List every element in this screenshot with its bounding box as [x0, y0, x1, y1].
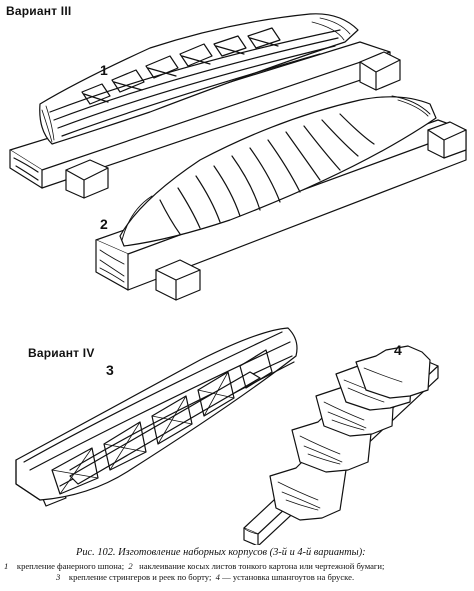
caption-num-4: 4: [215, 572, 220, 582]
part-number-3: 3: [106, 362, 114, 378]
caption-title: Рис. 102. Изготовление наборных корпусов…: [76, 547, 366, 558]
hull-1-veneer: [9, 13, 401, 199]
variant-4-label: Вариант IV: [28, 346, 95, 360]
caption-item-4: — установка шпангоутов на бруске.: [222, 572, 355, 582]
variant-3-label: Вариант III: [6, 4, 72, 18]
part-number-4: 4: [394, 342, 402, 358]
caption-line-1: 1 крепление фанерного шпона; 2 наклеиван…: [4, 561, 384, 571]
hull-4-frames-on-bar: [243, 345, 439, 545]
caption-item-1: крепление фанерного шпона;: [16, 561, 125, 571]
caption-line-2: 3 крепление стрингеров и реек по борту; …: [56, 572, 354, 582]
caption-item-3: крепление стрингеров и реек по борту;: [68, 572, 212, 582]
caption-num-1: 1: [4, 561, 9, 571]
caption-num-3: 3: [56, 572, 61, 582]
caption-num-2: 2: [128, 561, 133, 571]
caption-item-2: наклеивание косых листов тонкого картона…: [139, 561, 385, 571]
hull-construction-illustration: [9, 13, 467, 545]
hull-3-stringers: [15, 327, 298, 507]
part-number-2: 2: [100, 216, 108, 232]
figure-caption: Рис. 102. Изготовление наборных корпусов…: [0, 547, 474, 591]
hull-2-cardboard: [95, 95, 467, 301]
part-number-1: 1: [100, 62, 108, 78]
